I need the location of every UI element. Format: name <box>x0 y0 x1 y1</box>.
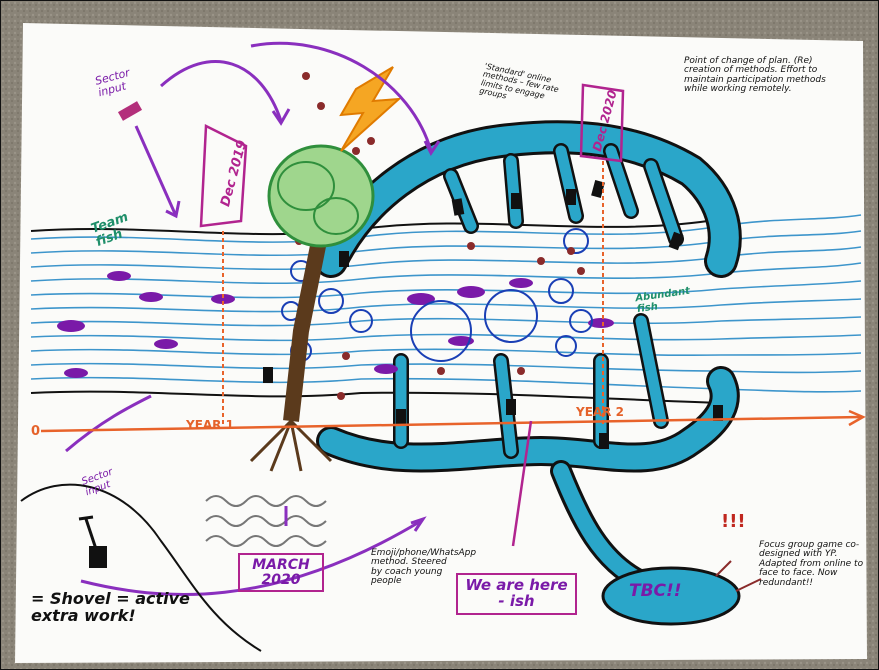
emoji-method-note: Emoji/phone/WhatsApp method. Steered by … <box>371 549 451 587</box>
change-of-plan-note: Point of change of plan. (Re) creation o… <box>684 57 849 95</box>
year-0-label: 0 <box>31 425 40 439</box>
exclamation-marks: !!! <box>721 513 746 532</box>
year-2-label: YEAR 2 <box>576 406 624 419</box>
tbc-label: TBC!! <box>629 583 682 601</box>
we-are-here-label: We are here - ish <box>456 573 577 615</box>
shovel-legend-label: = Shovel = active extra work! <box>31 591 216 625</box>
march-2020-label: MARCH 2020 <box>238 553 324 592</box>
year-1-label: YEAR 1 <box>186 419 234 432</box>
focus-group-note: Focus group game co-designed with YP. Ad… <box>759 541 864 588</box>
